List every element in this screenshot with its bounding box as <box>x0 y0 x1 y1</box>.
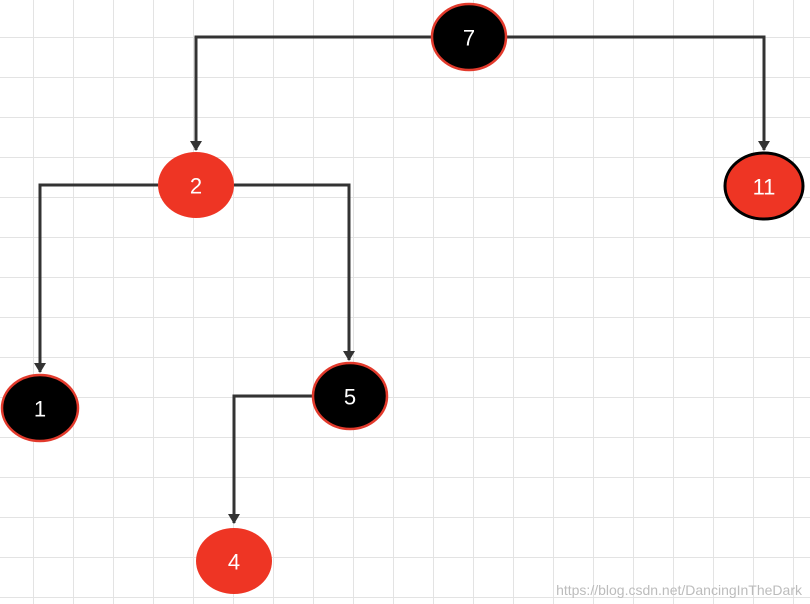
node-label: 1 <box>34 397 46 422</box>
tree-node-2: 2 <box>158 152 234 218</box>
node-circle <box>196 528 272 594</box>
node-label: 5 <box>344 385 356 410</box>
node-circle <box>158 152 234 218</box>
tree-edges <box>34 35 770 524</box>
tree-node-5: 5 <box>311 361 389 431</box>
tree-node-1: 1 <box>0 373 80 443</box>
watermark: https://blog.csdn.net/DancingInTheDark <box>556 582 802 598</box>
tree-node-4: 4 <box>196 528 272 594</box>
edge-5-to-4 <box>228 394 313 524</box>
node-label: 11 <box>753 175 776 200</box>
edge-2-to-5 <box>234 183 355 361</box>
node-label: 7 <box>463 26 475 51</box>
node-circle <box>0 373 80 443</box>
node-label: 2 <box>190 174 202 199</box>
node-circle <box>311 361 389 431</box>
tree-node-11: 11 <box>723 151 805 221</box>
node-circle <box>430 2 508 72</box>
edge-2-to-1 <box>34 183 158 373</box>
node-label: 4 <box>228 550 240 575</box>
edge-7-to-11 <box>506 35 770 151</box>
edge-7-to-2 <box>190 35 432 151</box>
node-circle <box>723 151 805 221</box>
tree-node-7: 7 <box>430 2 508 72</box>
